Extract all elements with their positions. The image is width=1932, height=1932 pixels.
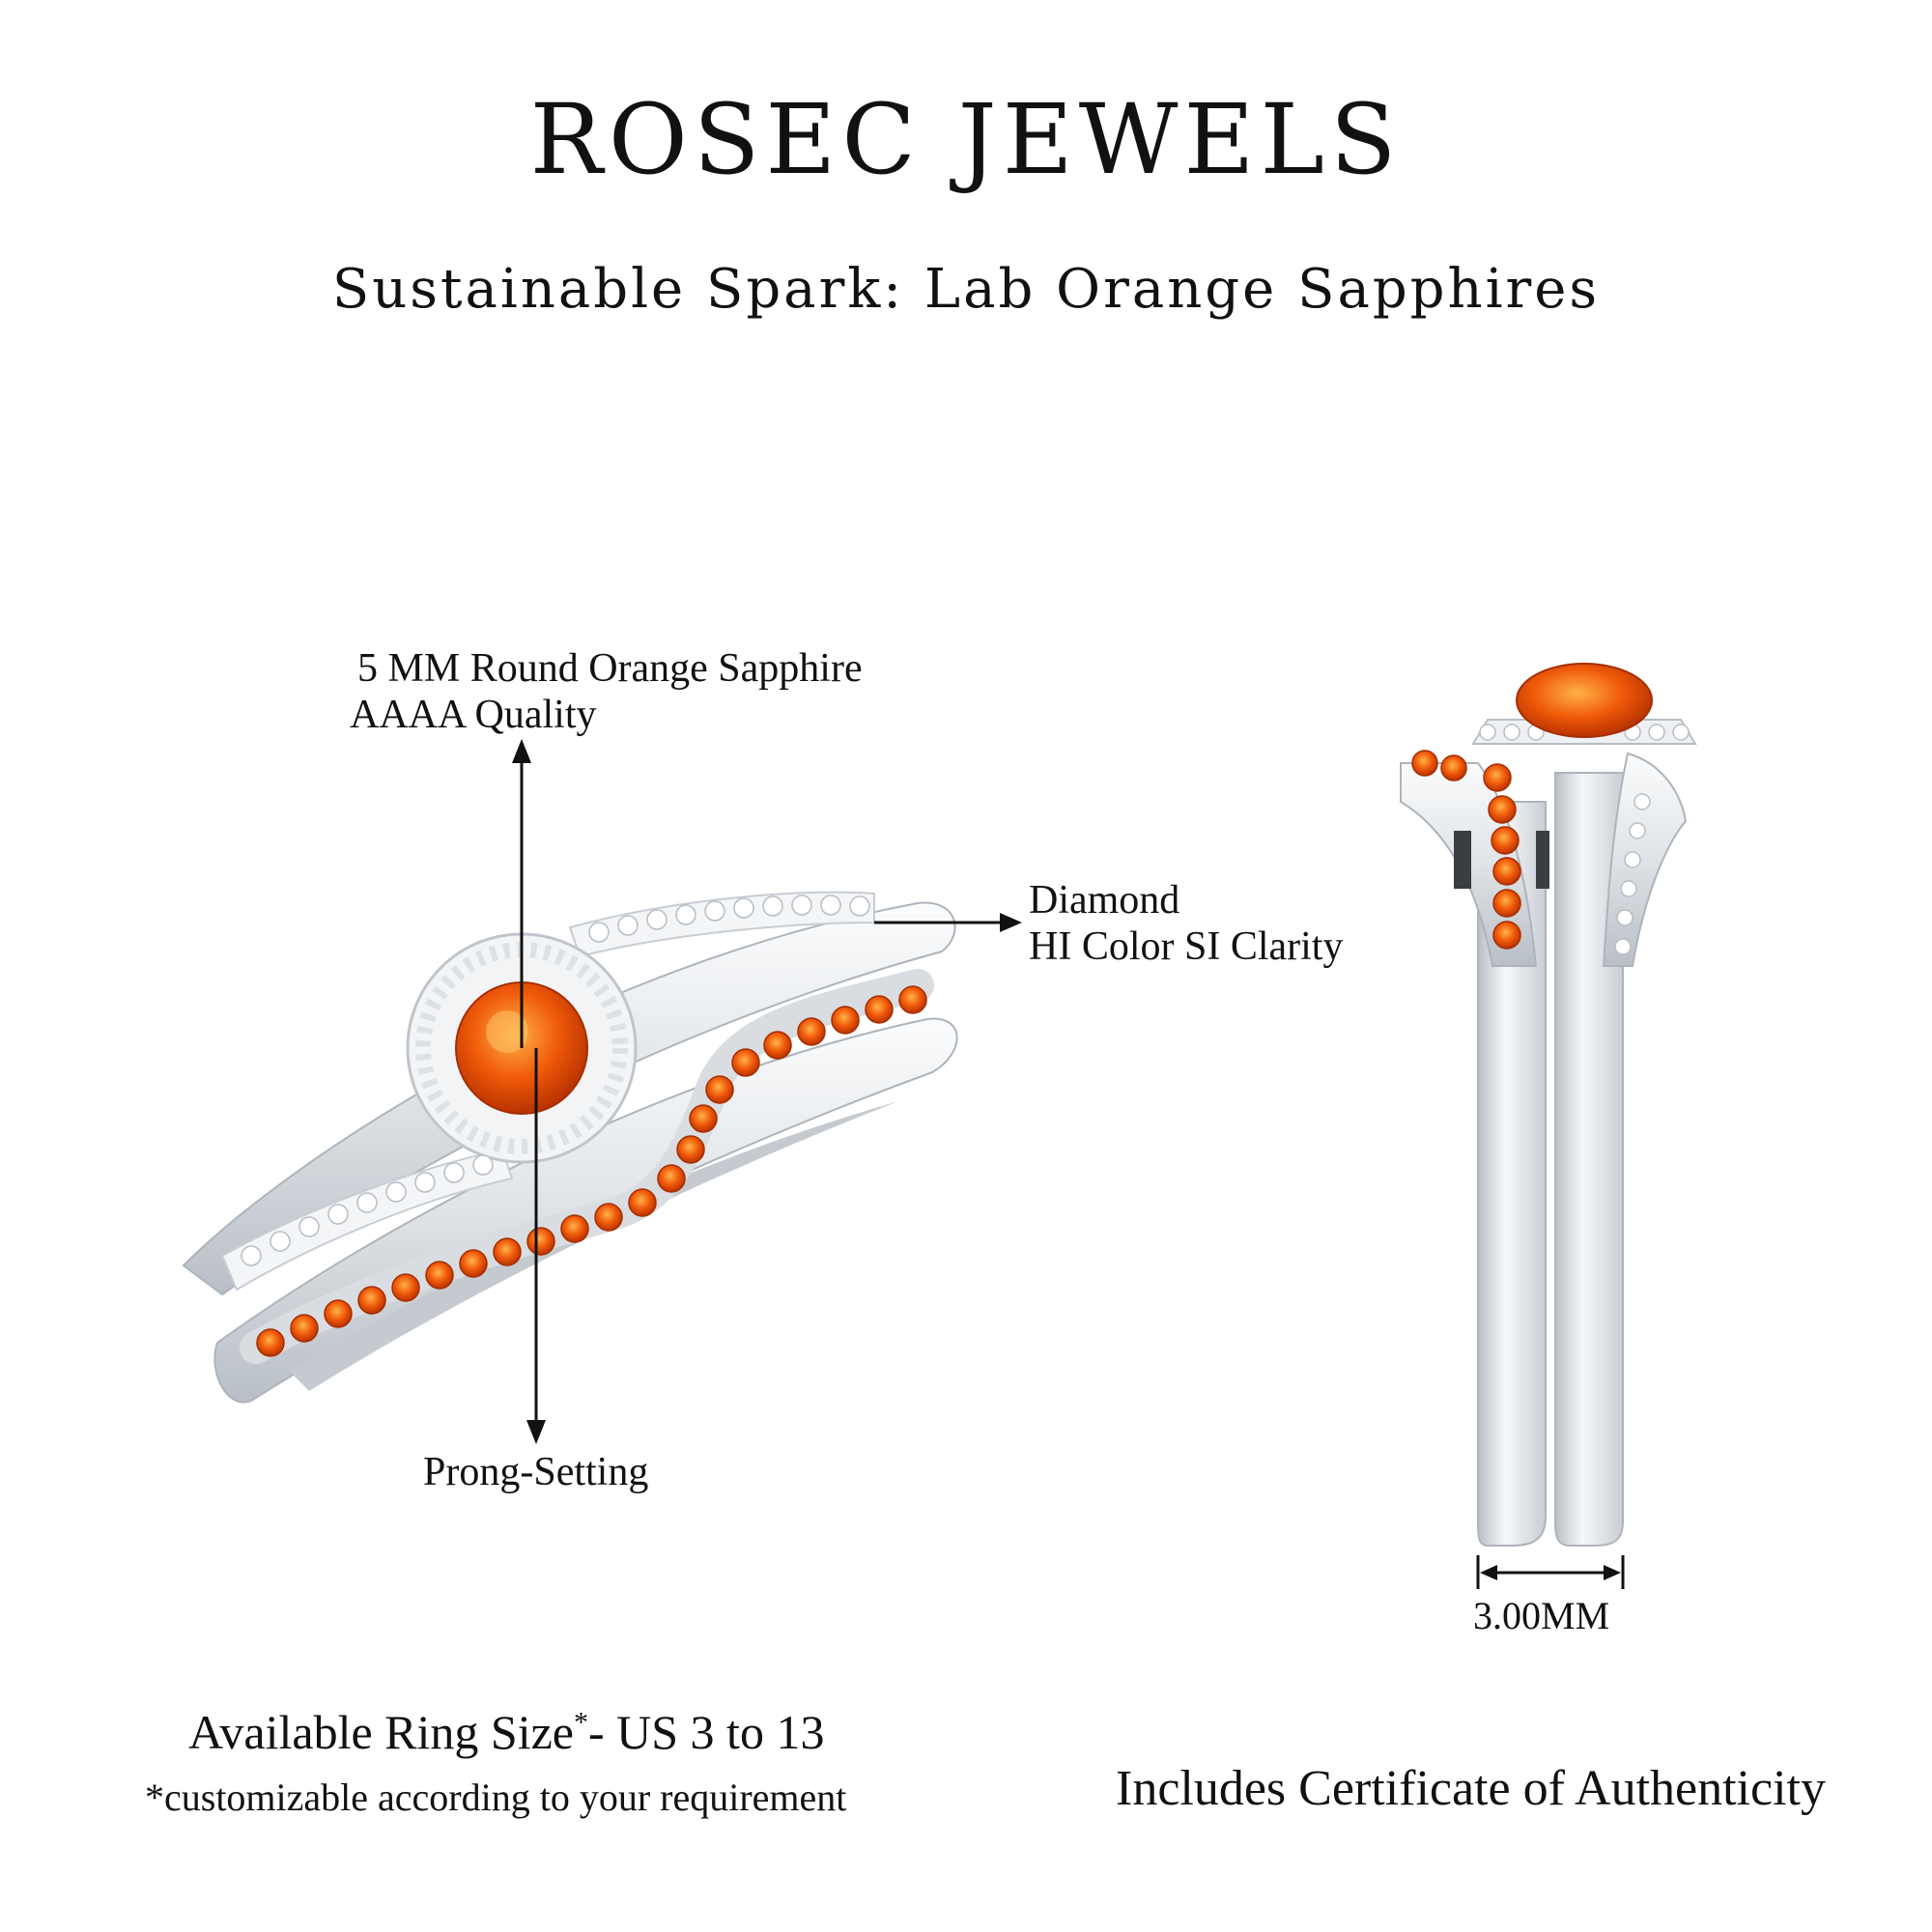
center-stone-quality: AAAA Quality — [350, 693, 597, 738]
ring-set-angled-view — [182, 891, 958, 1404]
ring-size-range: - US 3 to 13 — [587, 1705, 825, 1759]
band-width-label: 3.00MM — [1473, 1594, 1610, 1637]
ring-size-label: Available Ring Size — [188, 1705, 574, 1759]
page-subtitle: Sustainable Spark: Lab Orange Sapphires — [331, 258, 1601, 321]
center-stone-callout: 5 MM Round Orange Sapphire AAAA Quality — [350, 645, 863, 739]
diamond-grade: HI Color SI Clarity — [1029, 924, 1344, 970]
diamond-title: Diamond — [1029, 878, 1180, 923]
setting-callout: Prong-Setting — [423, 1450, 649, 1494]
certificate-note: Includes Certificate of Authenticity — [1116, 1761, 1826, 1816]
diamond-callout: Diamond HI Color SI Clarity — [1029, 877, 1343, 971]
ring-size-info: Available Ring Size*- US 3 to 13 — [188, 1704, 824, 1760]
center-stone-spec: 5 MM Round Orange Sapphire — [357, 646, 863, 691]
ring-size-mark: * — [573, 1706, 588, 1739]
customizable-note: *customizable according to your requirem… — [145, 1776, 847, 1819]
ring-set-side-view — [1400, 663, 1697, 1547]
callout-arrows — [512, 739, 1625, 1589]
brand-title: ROSEC JEWELS — [529, 83, 1403, 196]
